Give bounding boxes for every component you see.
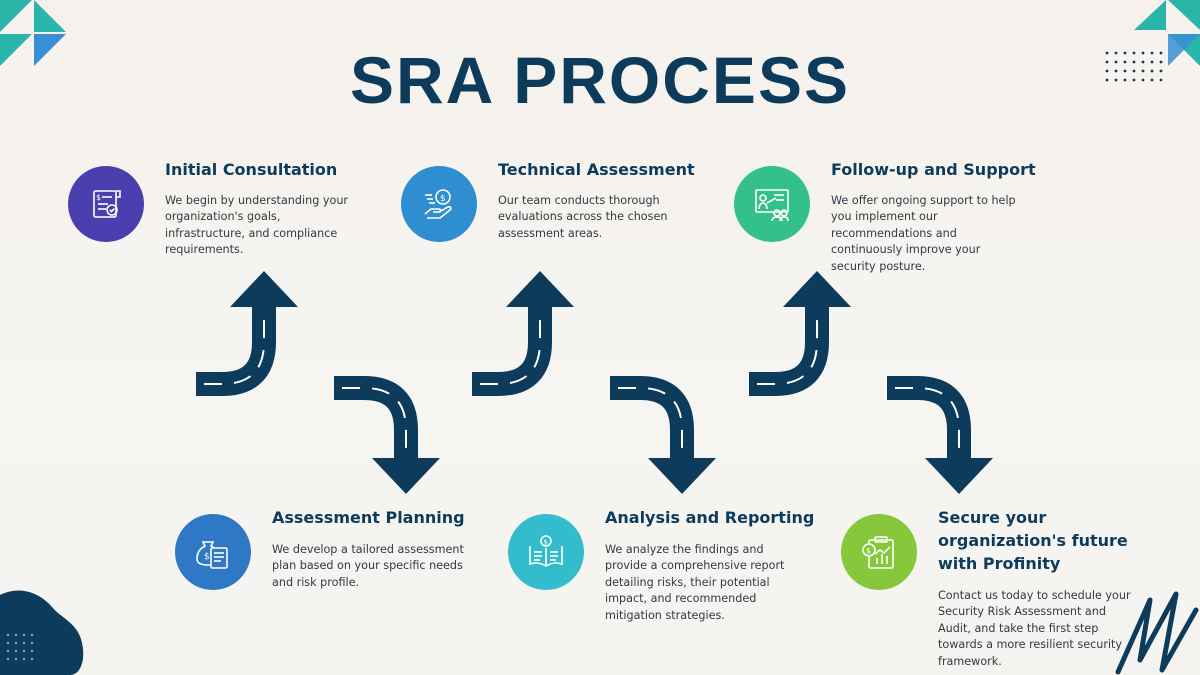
presentation-board-icon <box>755 189 789 222</box>
arrow-up-3 <box>749 271 851 384</box>
step-analysis-reporting-title: Analysis and Reporting <box>605 508 815 527</box>
step-analysis-reporting-icon-circle: $ <box>508 514 584 590</box>
scribble-bottom-right <box>1115 591 1199 675</box>
corner-triangles-top-right <box>1134 0 1200 66</box>
svg-text:$: $ <box>544 539 548 547</box>
dot-grid-top-right <box>1105 51 1163 82</box>
arrow-up-2 <box>472 271 574 384</box>
svg-text:$: $ <box>440 194 446 204</box>
clipboard-chart-icon: $ <box>862 536 894 569</box>
svg-text:$: $ <box>866 547 871 556</box>
step-initial-consultation-title: Initial Consultation <box>165 160 338 179</box>
hand-coin-icon: $ <box>424 189 452 219</box>
step-secure-future-icon-circle: $ <box>841 514 917 590</box>
arrow-down-3 <box>887 388 993 494</box>
corner-triangles-top-left <box>0 0 66 66</box>
arrow-down-2 <box>610 388 716 494</box>
checklist-document-icon: $ <box>93 190 121 218</box>
page-title: SRA PROCESS <box>350 43 850 117</box>
arrow-down-1 <box>334 388 440 494</box>
svg-text:$: $ <box>204 552 210 562</box>
step-assessment-planning-title: Assessment Planning <box>272 508 465 527</box>
step-initial-consultation-icon-circle: $ <box>68 166 144 242</box>
money-bag-document-icon: $ <box>196 541 228 569</box>
step-technical-assessment-icon-circle: $ <box>401 166 477 242</box>
blob-bottom-left <box>0 590 84 675</box>
step-assessment-planning-icon-circle: $ <box>175 514 251 590</box>
step-technical-assessment-title: Technical Assessment <box>498 160 695 179</box>
arrow-up-1 <box>196 271 298 384</box>
step-follow-up-support-title: Follow-up and Support <box>831 160 1036 179</box>
step-follow-up-support-icon-circle <box>734 166 810 242</box>
svg-text:$: $ <box>96 193 101 202</box>
report-book-icon: $ <box>529 535 563 567</box>
